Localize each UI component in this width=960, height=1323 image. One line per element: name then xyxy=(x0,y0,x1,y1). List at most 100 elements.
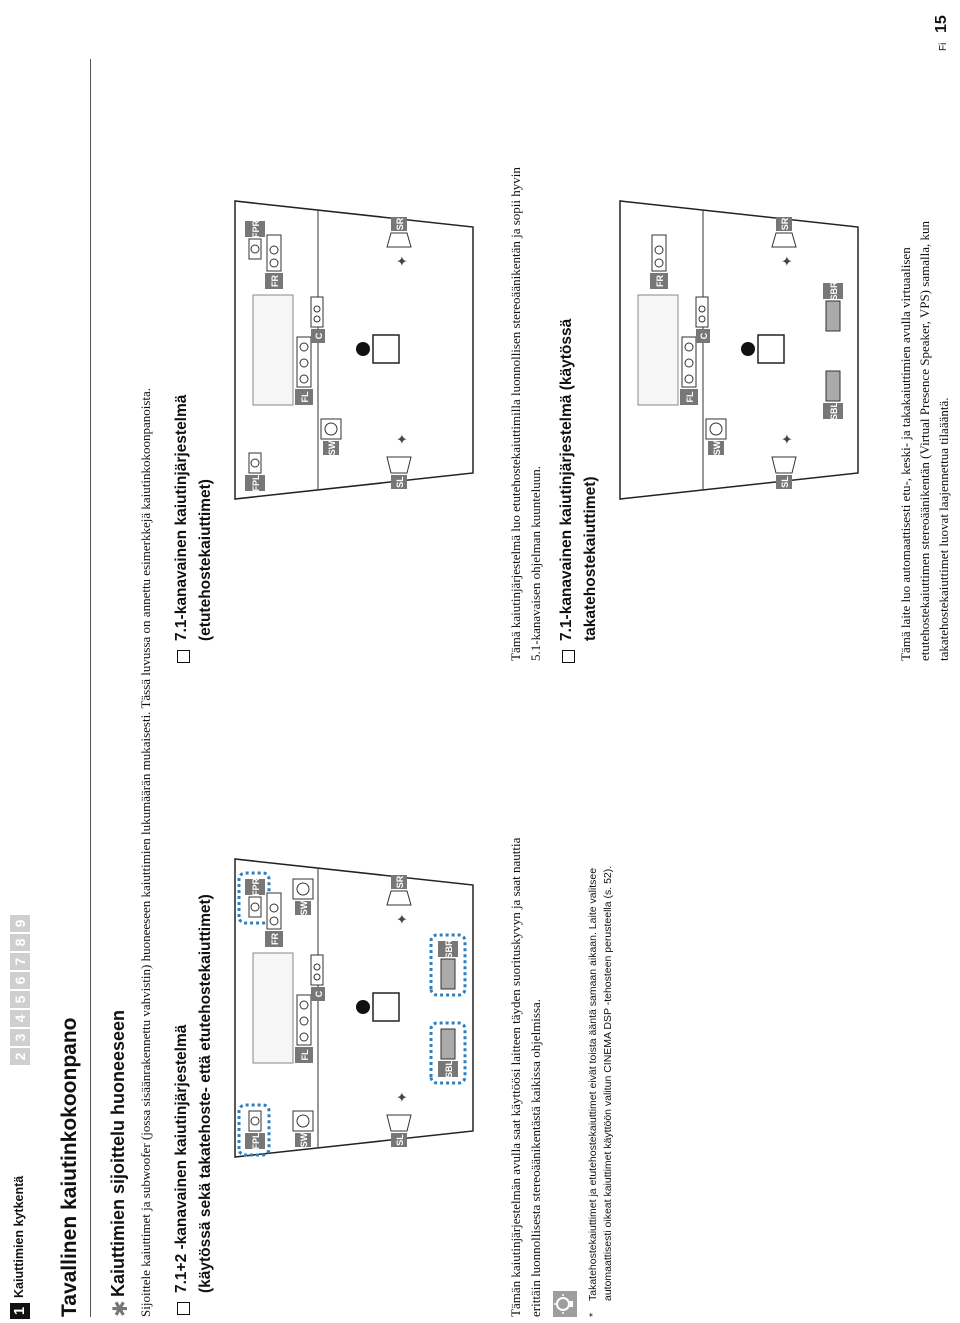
fr-speaker: FR xyxy=(650,234,668,289)
sr-label: SR xyxy=(780,217,790,230)
config1-speaker-diagram: FPL FPR FL FR C xyxy=(234,858,474,1158)
nav-item-2[interactable]: 2 xyxy=(10,1048,30,1065)
fpr-label: FPR xyxy=(251,877,261,896)
config3-desc-line1: Tämä laite luo automaattisesti etu-, kes… xyxy=(898,247,913,661)
section-title: Kaiuttimien sijoittelu huoneeseen xyxy=(108,1009,128,1297)
config3-checkbox-icon xyxy=(562,650,575,663)
nav-item-4[interactable]: 4 xyxy=(10,1010,30,1027)
listener-icon xyxy=(356,992,400,1022)
c-label: C xyxy=(699,332,709,339)
config3-speaker-diagram: FL FR C SW SL ✦ xyxy=(619,200,859,500)
fpl-highlight xyxy=(237,1103,271,1157)
fr-label: FR xyxy=(655,275,665,287)
sw-speaker: SW xyxy=(320,418,342,455)
config1-title-line1: 7.1+2 -kanavainen kaiutinjärjestelmä xyxy=(173,1024,190,1293)
fl-label: FL xyxy=(685,391,695,402)
sr-speaker: SR ✦ xyxy=(771,217,797,267)
nav-item-7[interactable]: 7 xyxy=(10,953,30,970)
nav-item-9[interactable]: 9 xyxy=(10,915,30,932)
fr-speaker: FR xyxy=(265,234,283,289)
fpl-label: FPL xyxy=(251,1132,261,1150)
listener-icon xyxy=(741,334,785,364)
config2-title-line1: 7.1-kanavainen kaiutinjärjestelmä xyxy=(173,394,190,641)
chapter-title[interactable]: Kaiuttimien kytkentä xyxy=(12,1175,26,1298)
sr-speaker: SR ✦ xyxy=(386,217,412,267)
sl-label: SL xyxy=(395,476,405,488)
note-line1: Takatehostekaiuttimet ja etutehostekaiut… xyxy=(587,867,599,1301)
c-speaker: C xyxy=(695,296,710,343)
sw-right-label: SW xyxy=(299,900,309,915)
svg-text:✦: ✦ xyxy=(394,913,410,925)
svg-text:✦: ✦ xyxy=(779,255,795,267)
sl-speaker: SL ✦ xyxy=(386,433,412,489)
sl-label: SL xyxy=(395,1134,405,1146)
config3-desc-line2: etutehostekaiuttimen stereoäänikentän (V… xyxy=(917,221,932,661)
fr-label: FR xyxy=(270,275,280,287)
c-speaker: C xyxy=(310,296,325,343)
sl-speaker: SL ✦ xyxy=(771,433,797,489)
sl-speaker: SL ✦ xyxy=(386,1091,412,1147)
config1-desc-line1: Tämän kaiutinjärjestelmän avulla saat kä… xyxy=(508,837,523,1317)
footer-page-number: 15 xyxy=(933,15,950,33)
sbr-highlight xyxy=(429,933,467,997)
sw-label: SW xyxy=(712,440,722,455)
sl-label: SL xyxy=(780,476,790,488)
fpl-speaker: FPL xyxy=(245,1110,265,1150)
fpl-label: FPL xyxy=(251,474,261,492)
config3-title-line1: 7.1-kanavainen kaiutinjärjestelmä (käytö… xyxy=(558,318,575,641)
config2-speaker-diagram: FPL FPR FL FR C SW xyxy=(234,200,474,500)
fl-speaker: FL xyxy=(680,336,698,405)
config1-title-line2: (käytössä sekä takatehoste- että etuteho… xyxy=(197,894,214,1293)
nav-item-6[interactable]: 6 xyxy=(10,972,30,989)
sbl-highlight xyxy=(429,1021,467,1085)
footer-language: Fi xyxy=(938,42,949,51)
config2-title-line2: (etutehostekaiuttimet) xyxy=(197,479,214,641)
sw-speaker: SW xyxy=(705,418,727,455)
svg-text:✦: ✦ xyxy=(394,433,410,445)
tv-icon xyxy=(252,952,294,1064)
fpr-label: FPR xyxy=(251,219,261,238)
fr-label: FR xyxy=(270,933,280,945)
sbl-label: SBL xyxy=(829,401,839,420)
tv-icon xyxy=(637,294,679,406)
nav-item-5[interactable]: 5 xyxy=(10,991,30,1008)
section-star-icon: ✱ xyxy=(110,1300,132,1317)
sw-label: SW xyxy=(327,440,337,455)
svg-text:✦: ✦ xyxy=(394,1091,410,1103)
sbr-speaker: SBR xyxy=(438,939,458,990)
svg-text:✦: ✦ xyxy=(779,433,795,445)
sbr-label: SBR xyxy=(829,281,839,301)
c-speaker: C xyxy=(310,954,325,1001)
config1-checkbox-icon xyxy=(177,1302,190,1315)
sbr-label: SBR xyxy=(444,939,454,959)
sr-speaker: SR ✦ xyxy=(386,875,412,925)
svg-text:✦: ✦ xyxy=(394,255,410,267)
fpl-speaker: FPL xyxy=(245,452,265,492)
note-line2: automaattisesti oikeat kaiuttimet käyttö… xyxy=(602,865,614,1301)
sbr-speaker: SBR xyxy=(823,281,843,332)
fpr-speaker: FPR xyxy=(245,219,265,260)
sbl-speaker: SBL xyxy=(438,1028,458,1078)
config3-title-line2: takatehostekaiuttimet) xyxy=(582,476,599,641)
sw-left-label: SW xyxy=(299,1132,309,1147)
note-marker: * xyxy=(587,1312,599,1317)
config2-checkbox-icon xyxy=(177,650,190,663)
sr-label: SR xyxy=(395,875,405,888)
chapter-nav: 2 3 4 5 6 7 8 9 xyxy=(10,915,30,1065)
config2-desc-line1: Tämä kaiutinjärjestelmä luo etutehosteka… xyxy=(508,167,523,661)
nav-item-8[interactable]: 8 xyxy=(10,934,30,951)
listener-icon xyxy=(356,334,400,364)
sw-speaker-right: SW xyxy=(292,878,314,915)
sw-speaker-left: SW xyxy=(292,1110,314,1147)
fpr-highlight xyxy=(237,871,271,925)
section-intro: Sijoittele kaiuttimet ja subwoofer (joss… xyxy=(138,387,153,1317)
fr-speaker: FR xyxy=(265,892,283,947)
chapter-number[interactable]: 1 xyxy=(10,1303,30,1319)
sr-label: SR xyxy=(395,217,405,230)
config3-desc-line3: takatehostekaiuttimet luovat laajennettu… xyxy=(936,397,951,661)
tip-lightbulb-icon xyxy=(553,1291,577,1317)
nav-item-3[interactable]: 3 xyxy=(10,1029,30,1046)
config1-desc-line2: erittäin luonnollisesta stereoäänikentäs… xyxy=(528,998,543,1317)
sbl-label: SBL xyxy=(444,1059,454,1078)
fpr-speaker: FPR xyxy=(245,877,265,918)
